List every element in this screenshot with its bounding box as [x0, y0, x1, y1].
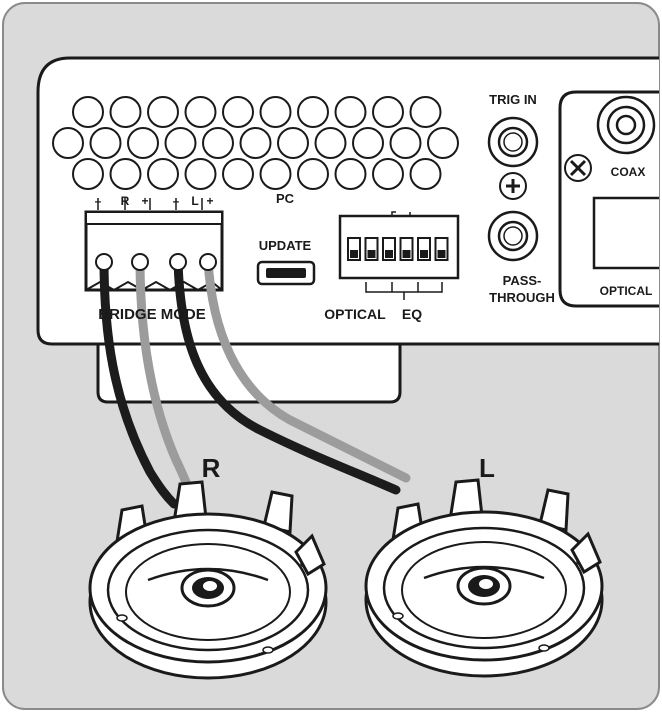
vent-hole: [184, 96, 217, 128]
pass-through-label-line1: PASS-: [503, 273, 542, 288]
trig-in-label: TRIG IN: [489, 92, 537, 107]
pass-through-jack: [487, 210, 539, 262]
vent-hole: [352, 127, 384, 159]
mounting-clip: [294, 533, 326, 577]
optical-label: OPTICAL: [600, 284, 653, 298]
vent-hole: [259, 96, 292, 128]
eq-label: EQ: [402, 306, 422, 322]
vent-hole: [164, 127, 197, 159]
vent-hole: [184, 158, 217, 190]
vent-hole: [259, 158, 292, 190]
vent-hole: [239, 127, 272, 159]
panel-screw-icon: [499, 172, 527, 200]
dip-switch-toggle: [367, 250, 376, 258]
pass-through-label-line2: THROUGH: [489, 290, 555, 305]
terminal-polarity-label: –: [95, 194, 102, 208]
vent-hole: [297, 96, 329, 128]
vent-hole: [72, 96, 104, 128]
vent-hole: [277, 127, 309, 159]
pc-update-label-line1: PC: [276, 191, 295, 206]
dip-switch-toggle: [437, 250, 446, 258]
terminal-polarity-label: –: [173, 194, 180, 208]
vent-hole: [109, 96, 142, 128]
right-speaker: [88, 480, 328, 680]
vent-hole: [147, 158, 179, 190]
vent-hole: [147, 96, 179, 128]
vent-hole: [222, 96, 254, 128]
left-speaker-label: L: [479, 453, 495, 483]
amplifier-chassis-bottom: [96, 340, 402, 404]
terminal-polarity-label: R: [121, 194, 130, 208]
pc-update-label-line2: UPDATE: [259, 238, 312, 253]
vent-hole: [202, 127, 234, 159]
optical-eq-label: OPTICAL: [324, 306, 386, 322]
vent-hole: [297, 158, 329, 190]
dip-switch-toggle: [420, 250, 428, 258]
vent-hole: [89, 127, 122, 159]
left-negative-wire: [173, 255, 401, 495]
right-positive-wire: [135, 255, 195, 497]
dip-switch-toggle: [385, 250, 393, 258]
left-speaker: [364, 478, 604, 678]
usb-port-icon: [256, 260, 316, 286]
dip-switch-toggle: [402, 250, 411, 258]
vent-hole: [389, 127, 422, 159]
vent-hole: [222, 158, 254, 190]
vent-hole: [334, 96, 367, 128]
right-speaker-label: R: [202, 453, 221, 483]
vent-hole: [372, 158, 404, 190]
vent-hole: [72, 158, 104, 190]
vent-hole: [314, 127, 347, 159]
ventilation-grille: [52, 96, 459, 190]
eq-bracket: [365, 282, 443, 300]
left-positive-wire: [203, 255, 411, 483]
dip-switch-toggle: [350, 250, 358, 258]
vent-hole: [372, 96, 404, 128]
terminal-polarity-label: +: [206, 194, 213, 208]
coax-label: COAX: [611, 165, 646, 179]
terminal-polarity-label: +: [141, 194, 148, 208]
vent-hole: [334, 158, 367, 190]
module-screw-icon: [564, 154, 592, 182]
vent-hole: [409, 158, 442, 190]
optical-port: [592, 196, 659, 270]
right-negative-wire: [99, 255, 179, 509]
speaker-wires: [99, 255, 411, 509]
vent-hole: [109, 158, 142, 190]
vent-hole: [127, 127, 159, 159]
coax-jack: [596, 95, 656, 155]
trig-in-jack: [487, 116, 539, 168]
terminal-polarity-labels: –R+–L+: [95, 194, 214, 208]
terminal-screws: [95, 253, 217, 271]
vent-hole: [409, 96, 442, 128]
terminal-polarity-label: L: [191, 194, 198, 208]
mounting-clip: [570, 531, 602, 575]
vent-hole: [52, 127, 84, 159]
vent-hole: [427, 127, 459, 159]
bridge-mode-label: BRIDGE MODE: [98, 306, 206, 323]
dip-switch-block: [338, 211, 460, 280]
